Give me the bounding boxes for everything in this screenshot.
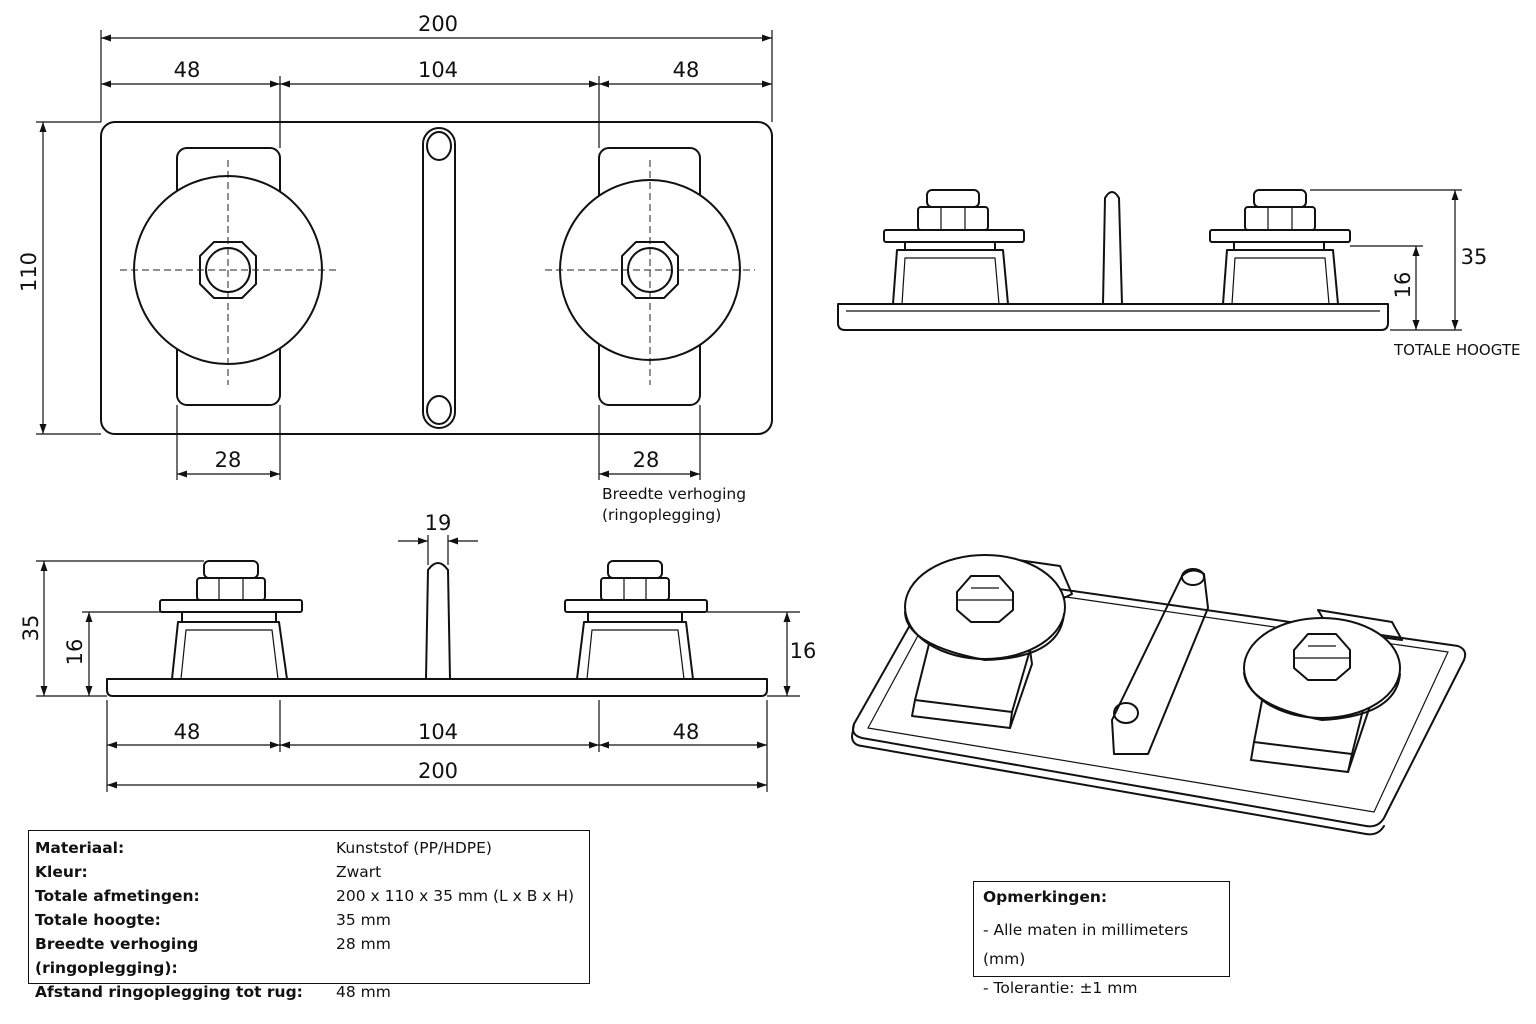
spec-value: 28 mm bbox=[336, 935, 391, 953]
dim-front-pad-height-left: 16 bbox=[63, 639, 87, 666]
iso-plate-top bbox=[852, 571, 1467, 828]
spec-row: Totale afmetingen: 200 x 110 x 35 mm (L … bbox=[35, 884, 589, 908]
dim-side-pad-height: 16 bbox=[1391, 272, 1415, 299]
top-view-centerlines bbox=[120, 160, 755, 385]
base-plate-outline bbox=[100, 121, 773, 435]
note-item: - Tolerantie: ±1 mm bbox=[983, 979, 1138, 997]
side-base-plate bbox=[837, 303, 1389, 331]
dim-pad-spacing: 104 bbox=[418, 58, 458, 82]
dim-front-total: 200 bbox=[418, 759, 458, 783]
dim-pad-width-left: 28 bbox=[215, 448, 242, 472]
top-view: 200 48 104 48 110 28 28 Breedte verhogin… bbox=[17, 12, 773, 524]
spec-label: Kleur: bbox=[35, 863, 88, 881]
front-view-dimension-lines bbox=[40, 537, 791, 789]
spec-row: Totale hoogte: 35 mm bbox=[35, 908, 589, 932]
spec-row: Afstand ringoplegging tot rug: 48 mm bbox=[35, 980, 589, 1004]
side-right-assembly bbox=[1209, 189, 1351, 305]
spec-row: Breedte verhoging (ringoplegging): 28 mm bbox=[35, 932, 589, 980]
spec-label: Materiaal: bbox=[35, 839, 125, 857]
side-view: 35 16 TOTALE HOOGTE bbox=[837, 189, 1520, 359]
iso-left-nut bbox=[956, 575, 1014, 623]
spec-row: Materiaal: Kunststof (PP/HDPE) bbox=[35, 836, 589, 860]
front-rib bbox=[425, 562, 451, 680]
spec-label: Totale afmetingen: bbox=[35, 887, 200, 905]
dim-front-total-height: 35 bbox=[19, 615, 43, 642]
note-item: - Alle maten in millimeters (mm) bbox=[983, 921, 1189, 968]
dim-front-right: 48 bbox=[673, 720, 700, 744]
pad-callout-line2: (ringoplegging) bbox=[602, 506, 721, 524]
dim-pad-width-right: 28 bbox=[633, 448, 660, 472]
side-view-dimension-lines bbox=[1310, 189, 1462, 331]
spec-label: Afstand ringoplegging tot rug: bbox=[35, 983, 303, 1001]
dim-front-pad-height-right: 16 bbox=[790, 639, 817, 663]
dim-front-left: 48 bbox=[174, 720, 201, 744]
rib-end-top bbox=[426, 131, 452, 161]
front-left-assembly bbox=[159, 560, 303, 680]
pad-callout-line1: Breedte verhoging bbox=[602, 485, 746, 503]
spec-value: 200 x 110 x 35 mm (L x B x H) bbox=[336, 887, 575, 905]
total-height-label: TOTALE HOOGTE bbox=[1393, 341, 1520, 359]
spec-label: Totale hoogte: bbox=[35, 911, 161, 929]
spec-value: Kunststof (PP/HDPE) bbox=[336, 839, 492, 857]
dim-left-offset: 48 bbox=[174, 58, 201, 82]
top-view-extension-lines bbox=[36, 30, 773, 480]
dim-plate-width: 110 bbox=[17, 252, 41, 292]
dim-total-width: 200 bbox=[418, 12, 458, 36]
notes-title: Opmerkingen: bbox=[983, 888, 1108, 906]
dim-rib-width: 19 bbox=[425, 511, 452, 535]
iso-rib bbox=[1111, 568, 1209, 755]
spec-value: 48 mm bbox=[336, 983, 391, 1001]
spec-value: Zwart bbox=[336, 863, 382, 881]
front-right-assembly bbox=[564, 560, 708, 680]
isometric-view bbox=[851, 554, 1467, 836]
dim-right-offset: 48 bbox=[673, 58, 700, 82]
front-view-extension-lines bbox=[36, 535, 800, 792]
notes-box: Opmerkingen: - Alle maten in millimeters… bbox=[973, 881, 1230, 997]
front-base-plate bbox=[106, 678, 768, 697]
front-view: 19 35 16 16 48 104 48 200 bbox=[19, 511, 816, 792]
spec-table: Materiaal: Kunststof (PP/HDPE) Kleur: Zw… bbox=[28, 830, 590, 1001]
side-left-assembly bbox=[883, 189, 1025, 305]
spec-label: Breedte verhoging (ringoplegging): bbox=[35, 935, 199, 977]
side-rib bbox=[1102, 191, 1123, 305]
iso-plate-edge bbox=[851, 723, 1385, 836]
spec-value: 35 mm bbox=[336, 911, 391, 929]
dim-side-total-height: 35 bbox=[1461, 245, 1488, 269]
spec-row: Kleur: Zwart bbox=[35, 860, 589, 884]
top-view-dimension-lines bbox=[39, 34, 772, 478]
rib-end-bottom bbox=[426, 395, 452, 425]
center-rib bbox=[422, 127, 456, 429]
iso-right-nut bbox=[1293, 633, 1351, 681]
dim-front-middle: 104 bbox=[418, 720, 458, 744]
